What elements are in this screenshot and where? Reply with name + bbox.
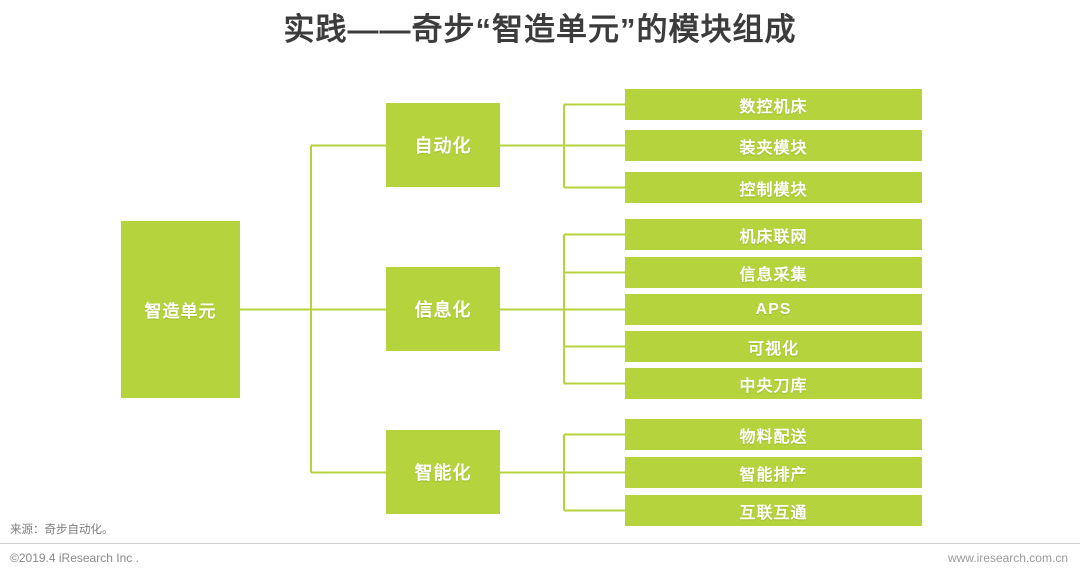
node-leaf-machine-network[interactable]: 机床联网 — [625, 219, 922, 250]
node-leaf-fixture-module[interactable]: 装夹模块 — [625, 130, 922, 161]
node-leaf-data-collection[interactable]: 信息采集 — [625, 257, 922, 288]
module-composition-diagram: 智造单元 自动化 信息化 智能化 数控机床 装夹模块 控制模块 机床联网 信息采… — [121, 89, 922, 526]
node-root[interactable]: 智造单元 — [121, 221, 240, 398]
website-url: www.iresearch.com.cn — [947, 551, 1068, 565]
node-leaf-smart-scheduling[interactable]: 智能排产 — [625, 457, 922, 488]
copyright-text: ©2019.4 iResearch Inc . — [10, 551, 139, 565]
footer-divider — [0, 543, 1080, 544]
page-title: 实践——奇步“智造单元”的模块组成 — [283, 12, 797, 47]
node-branch-automation[interactable]: 自动化 — [386, 103, 500, 187]
node-leaf-material-delivery[interactable]: 物料配送 — [625, 419, 922, 450]
node-leaf-control-module[interactable]: 控制模块 — [625, 172, 922, 203]
source-note: 来源：奇步自动化。 — [10, 524, 114, 536]
node-leaf-cnc-machine[interactable]: 数控机床 — [625, 89, 922, 120]
node-leaf-central-tool-magazine[interactable]: 中央刀库 — [625, 368, 922, 399]
node-leaf-interconnection[interactable]: 互联互通 — [625, 495, 922, 526]
node-branch-intelligence[interactable]: 智能化 — [386, 430, 500, 514]
node-branch-informatization[interactable]: 信息化 — [386, 267, 500, 351]
node-leaf-aps[interactable]: APS — [625, 294, 922, 325]
node-leaf-visualization[interactable]: 可视化 — [625, 331, 922, 362]
